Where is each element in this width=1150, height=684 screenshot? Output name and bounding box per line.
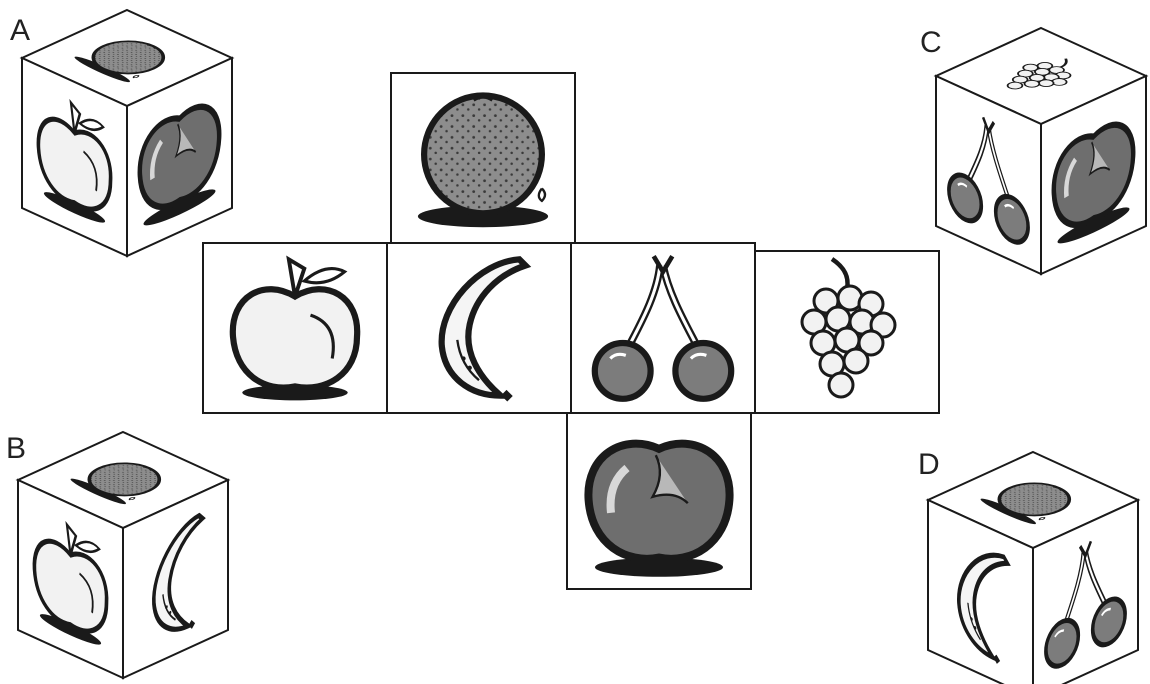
option-label-b: B	[6, 432, 26, 465]
option-cube-d[interactable]	[928, 452, 1138, 684]
option-label-c: C	[920, 26, 942, 59]
net-face-top	[391, 73, 575, 243]
cube-net	[203, 73, 939, 589]
option-cube-c[interactable]	[936, 28, 1146, 274]
net-face-row-3	[571, 243, 755, 413]
net-face-row-1	[203, 243, 387, 413]
option-cube-a[interactable]	[22, 10, 232, 256]
option-label-a: A	[10, 14, 30, 47]
option-cube-b[interactable]	[18, 432, 228, 678]
option-label-d: D	[918, 448, 940, 481]
net-face-row-2	[387, 243, 571, 413]
net-face-row-4	[755, 251, 939, 413]
net-face-bottom	[567, 413, 751, 589]
